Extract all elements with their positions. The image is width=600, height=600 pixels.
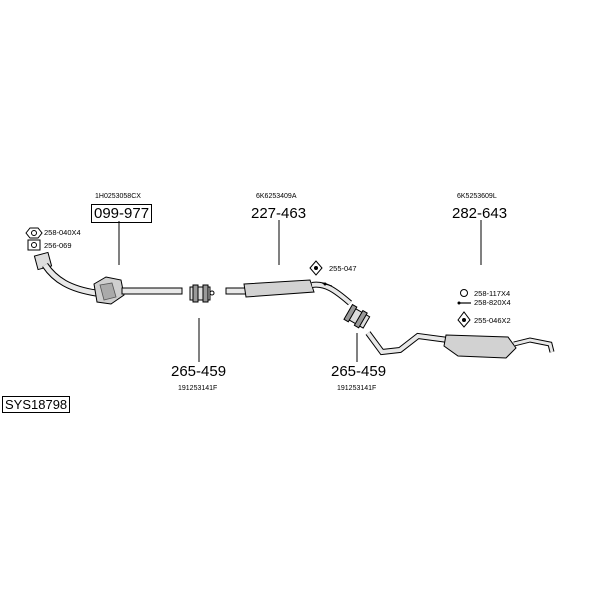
clamp-right-drawing — [343, 303, 371, 329]
middle-silencer-part-number[interactable]: 227-463 — [251, 205, 307, 222]
ring-label: 258-117X4 — [474, 289, 511, 298]
nut-icon — [25, 227, 43, 239]
rear-silencer-part-number[interactable]: 282-643 — [452, 205, 508, 222]
clamp-left-drawing — [189, 284, 215, 303]
hanger-mid-label: 255-047 — [329, 264, 357, 273]
gasket-label: 256-069 — [44, 241, 72, 250]
clamp-left-oem: 191253141F — [178, 385, 218, 392]
nut-label: 258-040X4 — [44, 228, 81, 237]
middle-silencer-drawing — [225, 279, 352, 306]
hanger-rear-icon — [457, 311, 471, 328]
bolt-icon — [457, 301, 471, 305]
hanger-mid-small-icon — [321, 282, 333, 287]
front-pipe-oem: 1H0253058CX — [95, 193, 141, 200]
rear-silencer-drawing — [365, 331, 555, 359]
ring-icon — [460, 289, 468, 297]
hanger-rear-label: 255-046X2 — [474, 316, 511, 325]
rear-silencer-oem: 6K5253609L — [457, 193, 497, 200]
front-pipe-part-number[interactable]: 099-977 — [91, 204, 153, 223]
clamp-left-part-number[interactable]: 265-459 — [171, 363, 227, 380]
hanger-mid-icon — [309, 260, 323, 276]
gasket-icon — [27, 239, 41, 251]
clamp-right-oem: 191253141F — [337, 385, 377, 392]
bolt-label: 258-820X4 — [474, 298, 511, 307]
front-pipe-drawing — [33, 251, 183, 305]
clamp-right-part-number[interactable]: 265-459 — [331, 363, 387, 380]
middle-silencer-oem: 6K6253409A — [256, 193, 297, 200]
system-code-badge: SYS18798 — [2, 396, 71, 413]
